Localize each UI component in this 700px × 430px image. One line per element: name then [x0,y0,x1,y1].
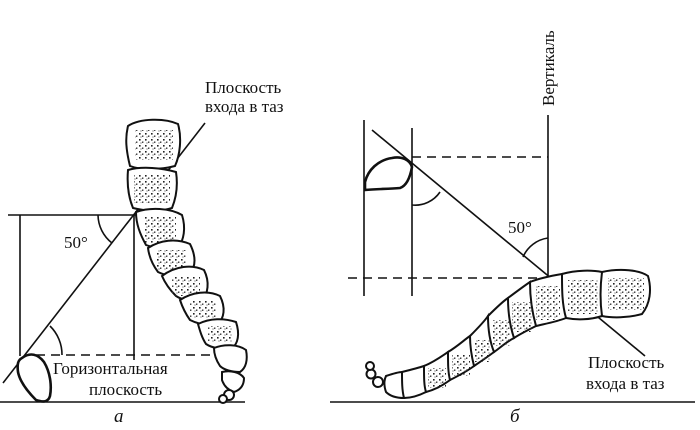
pelvic-plane-label-a-line1: Плоскость [205,78,282,97]
vertical-label: Вертикаль [539,30,558,106]
spine-b [365,268,651,400]
horizontal-plane-label-line1: Горизонтальная [53,359,168,378]
pubic-bone-b [363,156,414,192]
pelvic-inlet-plane-line-b [371,129,646,357]
pelvic-plane-label-b-line1: Плоскость [588,353,665,372]
angle-arc-bottom [49,325,63,356]
pubic-bone [16,353,53,403]
angle-label-b: 50° [508,218,532,237]
angle-arc-upper [411,191,441,206]
horizontal-plane-label-line2: плоскость [89,380,162,399]
angle-arc-top [97,214,113,244]
panel-b: 50° Вертикаль Плоскость входа в таз б [330,30,695,427]
caption-a: а [114,406,124,427]
angle-arc-vertical [522,237,549,258]
spine-a [125,118,248,404]
pelvic-plane-label-a-line2: входа в таз [205,97,284,116]
pelvic-plane-label-b-line2: входа в таз [586,374,665,393]
angle-label-a: 50° [64,233,88,252]
panel-a: 50° Плоскость входа в таз Горизонтальная… [0,78,284,427]
caption-b: б [510,406,521,427]
